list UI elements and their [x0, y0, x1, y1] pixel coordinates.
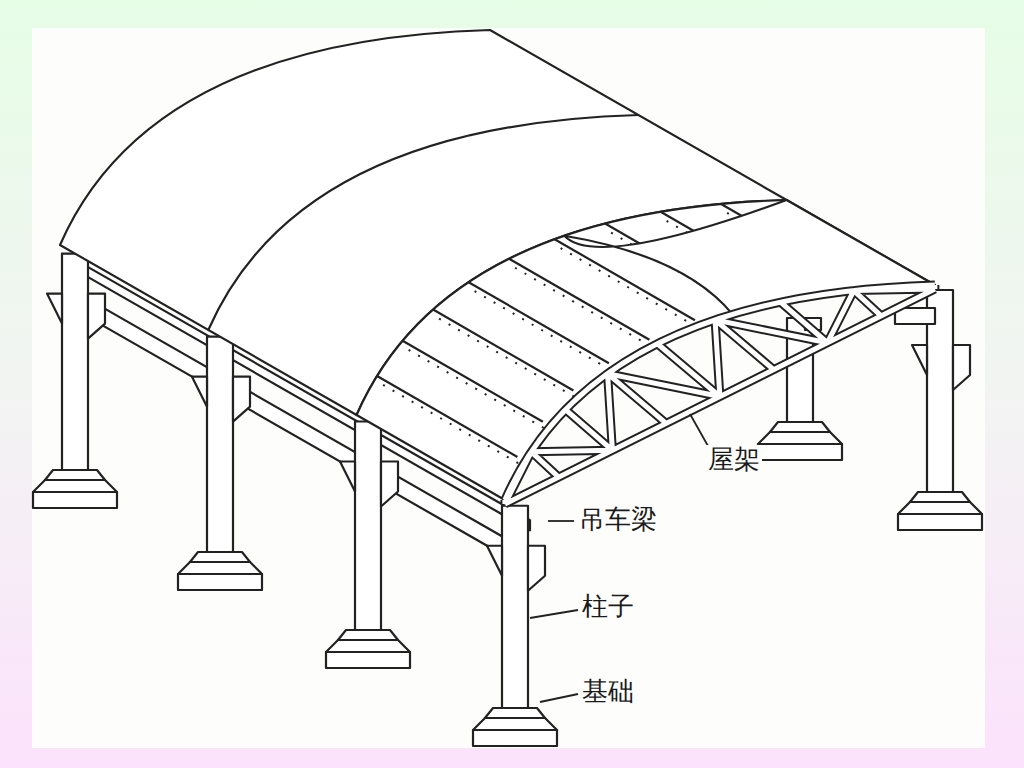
- column-corbel: [88, 294, 105, 339]
- foundation-step: [178, 574, 262, 590]
- foundation-step: [473, 730, 557, 746]
- foundation-step: [326, 640, 410, 652]
- foundation-step: [770, 422, 830, 432]
- column-corbel: [192, 377, 207, 407]
- foundation-step: [473, 718, 557, 730]
- foundation-step: [326, 652, 410, 668]
- column-corbel: [953, 345, 970, 390]
- foundation-step: [190, 552, 250, 562]
- column: [62, 254, 88, 470]
- foundation-step: [898, 514, 982, 530]
- leader-line: [690, 414, 708, 446]
- foundation-step: [33, 492, 117, 508]
- roof-slab-joint: [377, 376, 517, 457]
- roof-covering: [564, 200, 935, 314]
- crane-beam-label: 吊车梁: [577, 505, 659, 534]
- foundation-step: [33, 480, 117, 492]
- column: [207, 337, 233, 552]
- column-corbel: [381, 461, 398, 506]
- roof-truss-label: 屋架: [706, 445, 762, 474]
- roof-slab-joint: [469, 282, 609, 363]
- column: [355, 421, 381, 630]
- foundation-step: [758, 432, 842, 444]
- column-corbel: [47, 294, 62, 324]
- column-corbel: [340, 461, 355, 491]
- roof-slab-joint: [509, 259, 649, 340]
- roof-slab-joint: [403, 341, 543, 422]
- foundation-step: [485, 708, 545, 718]
- roof-slab-dots: [439, 319, 577, 399]
- roof-slab-dots: [409, 350, 547, 430]
- foundation-step: [898, 502, 982, 514]
- foundation-label: 基础: [580, 677, 636, 706]
- column-corbel: [528, 546, 545, 591]
- leader-line: [548, 520, 574, 522]
- column-corbel: [487, 546, 502, 576]
- column-label: 柱子: [580, 592, 636, 621]
- foundation-step: [338, 630, 398, 640]
- column-corbel: [912, 345, 927, 375]
- leader-line: [530, 610, 578, 618]
- roof-truss-outline: [505, 285, 935, 504]
- roof-slab-dots: [475, 291, 613, 371]
- column-corbel: [233, 377, 250, 422]
- leader-line: [540, 694, 578, 702]
- foundation-step: [910, 492, 970, 502]
- roof-slab-joint: [433, 310, 573, 391]
- roof-slab-dots: [515, 268, 653, 348]
- roof-truss-fill: [505, 285, 935, 504]
- foundation-step: [758, 444, 842, 460]
- column: [502, 506, 528, 708]
- foundation-step: [45, 470, 105, 480]
- foundation-step: [178, 562, 262, 574]
